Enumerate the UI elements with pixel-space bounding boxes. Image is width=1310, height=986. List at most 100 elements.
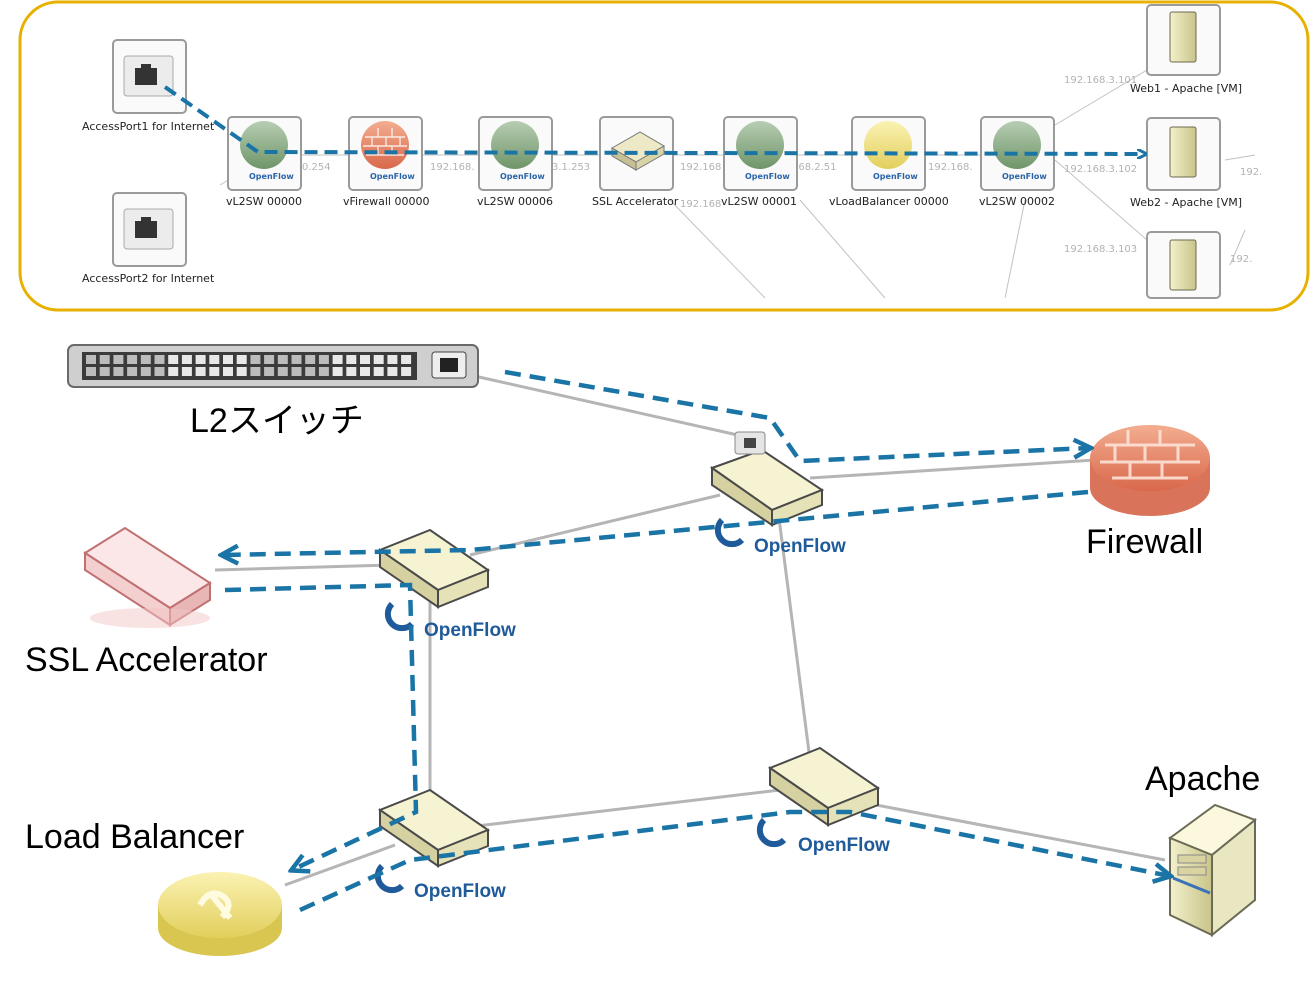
- switch-port: [332, 367, 343, 376]
- node-ssl-accelerator[interactable]: SSL Accelerator: [592, 116, 679, 208]
- switch-port: [360, 367, 370, 376]
- access-port-1-label: AccessPort1 for Internet: [82, 120, 215, 133]
- ip-label: 192.168: [680, 199, 721, 210]
- node-label: SSL Accelerator: [592, 195, 679, 208]
- firewall-device[interactable]: Firewall: [1086, 425, 1210, 561]
- ip-label: 192.168.: [928, 162, 973, 173]
- switch-port: [387, 367, 398, 376]
- switch-port: [277, 367, 288, 376]
- bottom-diagram: L2スイッチ Firewall SSL Accelerator: [25, 344, 1260, 956]
- ip-label: 192.168.3.103: [1064, 244, 1137, 255]
- switch-port: [277, 355, 288, 364]
- switch-port: [373, 355, 384, 364]
- openflow-switch-bottom-left[interactable]: OpenFlow: [374, 788, 506, 902]
- switch-port: [264, 355, 275, 364]
- top-links: [219, 69, 1256, 299]
- flow-ssl-to-lb: [224, 582, 419, 870]
- node-label: vL2SW 00006: [477, 195, 553, 208]
- switch-port: [291, 355, 302, 364]
- openflow-badge: OpenFlow: [500, 172, 545, 181]
- node-vl2sw-00000[interactable]: OpenFlow vL2SW 00000: [226, 116, 302, 208]
- node-vl2sw-00002[interactable]: OpenFlow vL2SW 00002: [979, 116, 1055, 208]
- switch-port: [113, 367, 124, 376]
- switch-port: [181, 367, 192, 376]
- switch-port: [140, 367, 151, 376]
- switch-port: [305, 367, 316, 376]
- switch-port: [401, 367, 412, 376]
- switch-port: [373, 367, 384, 376]
- switch-port: [195, 355, 206, 364]
- ip-label: 3.1.253: [552, 162, 590, 173]
- switch-port: [401, 355, 412, 364]
- switch-port: [360, 355, 370, 364]
- ip-label: 192.168: [680, 162, 721, 173]
- access-port-2-label: AccessPort2 for Internet: [82, 272, 215, 285]
- node-vl2sw-00006[interactable]: OpenFlow vL2SW 00006: [477, 116, 553, 208]
- switch-port: [250, 355, 261, 364]
- access-port-2[interactable]: AccessPort2 for Internet: [82, 192, 215, 285]
- apache-label: Apache: [1145, 760, 1260, 798]
- switch-port: [236, 355, 247, 364]
- openflow-logo: OpenFlow: [424, 620, 516, 641]
- web3-server[interactable]: [1146, 231, 1221, 299]
- switch-port: [99, 367, 110, 376]
- l2-switch[interactable]: L2スイッチ: [67, 344, 479, 440]
- ssl-accelerator-device[interactable]: SSL Accelerator: [25, 526, 268, 679]
- switch-port: [195, 367, 206, 376]
- switch-port: [346, 367, 357, 376]
- switch-port: [140, 355, 151, 364]
- openflow-badge: OpenFlow: [745, 172, 790, 181]
- ip-label: 192.: [1230, 254, 1252, 265]
- switch-port: [318, 355, 329, 364]
- switch-port: [209, 367, 220, 376]
- ip-label: 192.168.: [430, 162, 475, 173]
- switch-port: [223, 367, 233, 376]
- flow-lb-to-apache: [299, 809, 1170, 913]
- switch-port: [236, 367, 247, 376]
- openflow-badge: OpenFlow: [1002, 172, 1047, 181]
- access-port-1[interactable]: AccessPort1 for Internet: [82, 39, 215, 133]
- load-balancer-device[interactable]: Load Balancer: [25, 818, 282, 956]
- node-vfirewall-00000[interactable]: OpenFlow vFirewall 00000: [343, 116, 429, 208]
- switch-ports: [86, 355, 412, 376]
- openflow-switch-bottom-right[interactable]: OpenFlow: [756, 746, 890, 856]
- node-label: Web2 - Apache [VM]: [1130, 196, 1242, 209]
- ip-label: 168.2.51: [792, 162, 837, 173]
- openflow-badge: OpenFlow: [873, 172, 918, 181]
- switch-port: [332, 355, 343, 364]
- openflow-logo: OpenFlow: [754, 536, 846, 557]
- node-label: Web1 - Apache [VM]: [1130, 82, 1242, 95]
- openflow-badge: OpenFlow: [370, 172, 415, 181]
- web1-server[interactable]: Web1 - Apache [VM]: [1130, 4, 1242, 95]
- switch-port: [387, 355, 398, 364]
- node-label: vL2SW 00000: [226, 195, 302, 208]
- openflow-switch-top[interactable]: OpenFlow: [709, 431, 846, 557]
- switch-port: [127, 367, 138, 376]
- switch-port: [154, 355, 165, 364]
- node-label: vL2SW 00002: [979, 195, 1055, 208]
- openflow-switch-left[interactable]: OpenFlow: [377, 528, 516, 641]
- flow-firewall-to-ssl: [222, 489, 1089, 555]
- web2-server[interactable]: Web2 - Apache [VM]: [1130, 117, 1242, 209]
- ip-label: 0.254: [302, 162, 331, 173]
- l2switch-label: L2スイッチ: [190, 402, 364, 440]
- switch-port: [346, 355, 357, 364]
- node-label: vLoadBalancer 00000: [829, 195, 949, 208]
- flow-arrow-top: [163, 85, 1145, 154]
- firewall-label: Firewall: [1086, 523, 1203, 561]
- switch-port: [318, 367, 329, 376]
- switch-port: [291, 367, 302, 376]
- switch-port: [168, 355, 179, 364]
- switch-port: [154, 367, 165, 376]
- node-vl2sw-00001[interactable]: OpenFlow vL2SW 00001: [721, 116, 798, 208]
- apache-server[interactable]: Apache: [1145, 760, 1260, 938]
- flow-to-firewall: [504, 369, 1090, 464]
- switch-port: [113, 355, 124, 364]
- switch-port: [305, 355, 316, 364]
- flow-arrows: [222, 369, 1170, 913]
- switch-port: [223, 355, 233, 364]
- switch-port: [264, 367, 275, 376]
- switch-port: [181, 355, 192, 364]
- switch-port: [86, 355, 96, 364]
